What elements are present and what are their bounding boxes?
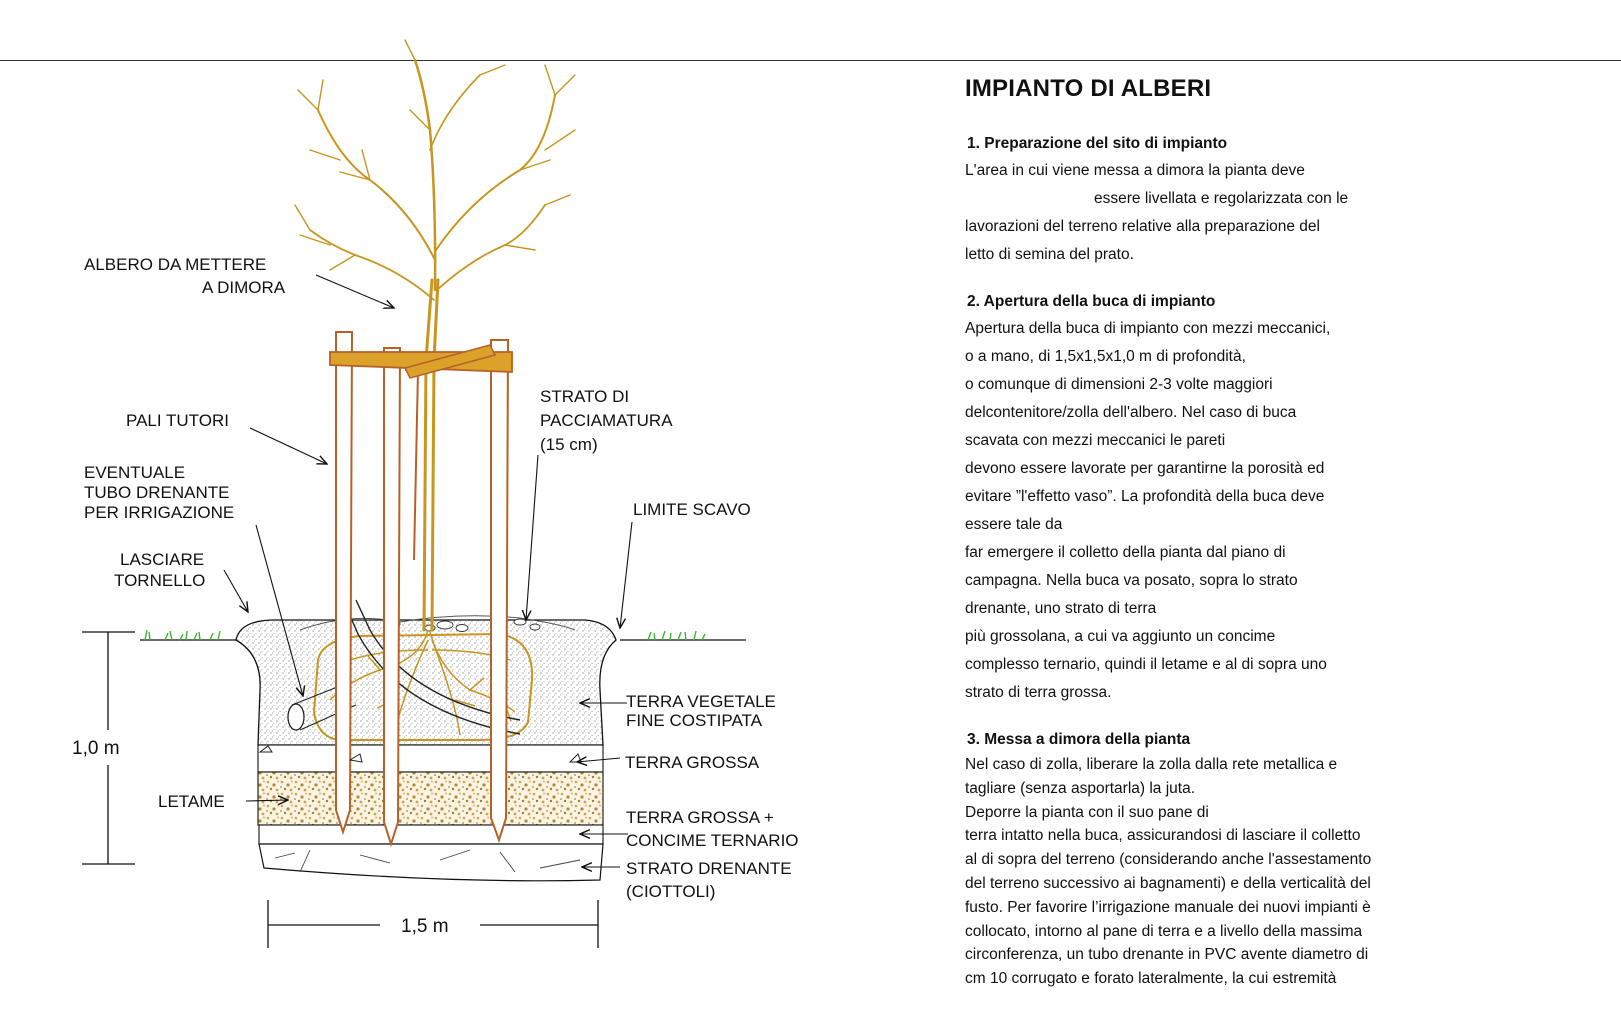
text-line: scavata con mezzi meccanici le pareti xyxy=(965,432,1226,449)
text-line: più grossolana, a cui va aggiunto un con… xyxy=(965,628,1276,645)
text-line: strato di terra grossa. xyxy=(965,684,1112,701)
label-letame: LETAME xyxy=(158,792,225,811)
label-tornello-1: LASCIARE xyxy=(120,550,204,569)
label-albero-2: A DIMORA xyxy=(202,278,286,297)
text-line: campagna. Nella buca va posato, sopra lo… xyxy=(965,572,1298,589)
text-line: o a mano, di 1,5x1,5x1,0 m di profondità… xyxy=(965,348,1246,365)
text-line: evitare ”l'effetto vaso”. La profondità … xyxy=(965,488,1325,505)
crossbar-2 xyxy=(403,344,497,379)
section-1-heading: 1. Preparazione del sito di impianto xyxy=(967,135,1228,152)
text-line: al di sopra del terreno (considerando an… xyxy=(965,851,1372,869)
text-line: tagliare (senza asportarla) la juta. xyxy=(965,779,1196,797)
depth-label: 1,0 m xyxy=(72,738,120,759)
label-concime-1: TERRA GROSSA + xyxy=(626,808,774,827)
label-tubo-3: PER IRRIGAZIONE xyxy=(84,503,234,522)
label-drenante-1: STRATO DRENANTE xyxy=(626,859,792,878)
text-line: Nel caso di zolla, liberare la zolla dal… xyxy=(965,756,1338,773)
text-line: essere tale da xyxy=(965,516,1063,533)
text-line: lavorazioni del terreno relative alla pr… xyxy=(965,218,1320,235)
layer-letame xyxy=(257,771,604,826)
text-line: Apertura della buca di impianto con mezz… xyxy=(965,320,1331,337)
text-line: del terreno successivo ai bagnamenti) e … xyxy=(965,874,1371,892)
tree-planting-diagram: 1,0 m 1,5 m ALBERO DA METTERE A DIMORA P… xyxy=(72,39,799,948)
stakes xyxy=(335,331,510,848)
label-terra-veg-2: FINE COSTIPATA xyxy=(626,711,763,730)
text-line: letto di semina del prato. xyxy=(965,246,1134,263)
text-line: delcontenitore/zolla dell'albero. Nel ca… xyxy=(965,404,1297,421)
label-drenante-2: (CIOTTOLI) xyxy=(626,882,715,901)
leaders xyxy=(223,274,633,867)
text-line: complesso ternario, quindi il letame e a… xyxy=(965,656,1327,673)
text-line: essere livellata e regolarizzata con le xyxy=(1094,190,1349,207)
label-terra-grossa: TERRA GROSSA xyxy=(625,753,760,772)
label-tornello-2: TORNELLO xyxy=(114,571,205,590)
text-line: o comunque di dimensioni 2-3 volte maggi… xyxy=(965,376,1273,393)
label-concime-2: CONCIME TERNARIO xyxy=(626,831,799,850)
label-limite: LIMITE SCAVO xyxy=(633,500,751,519)
text-line: devono essere lavorate per garantirne la… xyxy=(965,460,1325,477)
layer-drenante xyxy=(258,843,604,882)
top-rule xyxy=(0,60,1621,61)
section-2-body: Apertura della buca di impianto con mezz… xyxy=(965,315,1523,707)
grass xyxy=(144,629,706,641)
irrigation-tube xyxy=(287,599,521,735)
text-line: collocato, intorno al pane di terra e a … xyxy=(965,922,1363,940)
page-title: IMPIANTO DI ALBERI xyxy=(965,75,1212,102)
text-line: circonferenza, un tubo drenante in PVC a… xyxy=(965,946,1369,964)
label-tubo-1: EVENTUALE xyxy=(84,463,185,482)
label-pali: PALI TUTORI xyxy=(126,411,229,430)
text-line: terra intatto nella buca, assicurandosi … xyxy=(965,827,1361,845)
layer-terra-grossa xyxy=(257,744,604,773)
label-pacciam-2: PACCIAMATURA xyxy=(540,411,673,430)
pit xyxy=(235,615,617,882)
text-line: drenante, uno strato di terra xyxy=(965,600,1157,617)
label-pacciam-1: STRATO DI xyxy=(540,387,629,406)
width-label: 1,5 m xyxy=(401,916,449,937)
section-1-body: L'area in cui viene messa a dimora la pi… xyxy=(965,157,1523,269)
label-albero-1: ALBERO DA METTERE xyxy=(84,255,266,274)
text-line: far emergere il colletto della pianta da… xyxy=(965,544,1286,561)
text-line: Deporre la pianta con il suo pane di xyxy=(965,803,1209,821)
section-3-heading: 3. Messa a dimora della pianta xyxy=(967,731,1191,748)
text-column: IMPIANTO DI ALBERI 1. Preparazione del s… xyxy=(963,75,1523,991)
text-line: cm 10 corrugato e forato lateralmente, l… xyxy=(965,970,1337,988)
section-3-body: Nel caso di zolla, liberare la zolla dal… xyxy=(965,753,1523,991)
label-terra-veg-1: TERRA VEGETALE xyxy=(626,692,776,711)
text-line: L'area in cui viene messa a dimora la pi… xyxy=(965,162,1305,179)
section-2-heading: 2. Apertura della buca di impianto xyxy=(967,293,1216,310)
root-ball xyxy=(312,629,534,741)
text-line: fusto. Per favorire l’irrigazione manual… xyxy=(965,898,1371,916)
label-pacciam-3: (15 cm) xyxy=(540,435,598,454)
label-tubo-2: TUBO DRENANTE xyxy=(84,483,229,502)
width-dimension xyxy=(267,900,599,948)
layer-concime xyxy=(258,824,604,845)
depth-dimension xyxy=(82,631,135,865)
